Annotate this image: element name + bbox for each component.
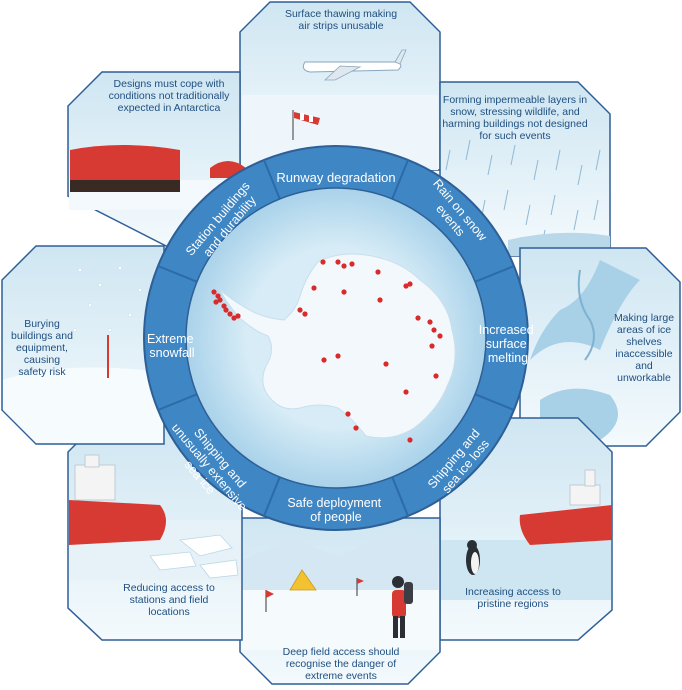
station-dot-icon [311, 285, 317, 291]
ring-label-melting: Increased surface melting [479, 323, 537, 365]
ship-icon [519, 469, 612, 545]
station-dots [211, 259, 443, 443]
station-dot-icon [341, 263, 347, 269]
person-icon [392, 576, 413, 638]
station-dot-icon [221, 303, 227, 309]
station-dot-icon [431, 327, 437, 333]
station-dot-icon [349, 261, 355, 267]
station-dot-icon [341, 289, 347, 295]
flag-icon [265, 578, 364, 612]
station-dot-icon [407, 437, 413, 443]
station-dot-icon [429, 343, 435, 349]
station-dot-icon [227, 311, 233, 317]
panel-seaice-loss [439, 417, 613, 641]
penguin-icon [466, 540, 480, 575]
panel-snowfall [1, 245, 165, 445]
station-dot-icon [320, 259, 326, 265]
station-hut-icon [70, 145, 246, 192]
station-dot-icon [213, 299, 219, 305]
station-dot-icon [353, 425, 359, 431]
ring-label-runway: Runway degradation [276, 170, 395, 185]
station-dot-icon [433, 373, 439, 379]
station-dot-icon [403, 389, 409, 395]
station-dot-icon [407, 281, 413, 287]
ice-floes [149, 534, 239, 579]
station-dot-icon [217, 297, 223, 303]
station-dot-icon [302, 311, 308, 317]
desc-snowfall: Burying buildings and equipment, causing… [11, 318, 73, 378]
desc-seaice-loss: Increasing access to pristine regions [465, 586, 561, 610]
panel-safe [239, 517, 441, 685]
station-dot-icon [223, 307, 229, 313]
station-dot-icon [383, 361, 389, 367]
panel-seaice-ext [67, 417, 243, 641]
tent-icon [289, 569, 317, 591]
station-dot-icon [415, 315, 421, 321]
station-dot-icon [403, 283, 409, 289]
desc-station: Designs must cope with conditions not tr… [108, 78, 230, 114]
desc-rain: Forming impermeable layers in snow, stre… [442, 94, 588, 142]
ring-label-snowfall: Extreme snowfall [147, 332, 197, 360]
antarctica-continent [219, 253, 456, 439]
station-dot-icon [377, 297, 383, 303]
ship-icon [69, 454, 166, 545]
desc-seaice-ext: Reducing access to stations and field lo… [123, 582, 215, 618]
station-dot-icon [427, 319, 433, 325]
station-dot-icon [335, 353, 341, 359]
desc-runway: Surface thawing making air strips unusab… [284, 8, 398, 32]
windsock-icon [292, 110, 320, 140]
ring-label-safe: Safe deployment of people [287, 496, 384, 524]
station-dot-icon [215, 293, 221, 299]
desc-safe: Deep field access should recognise the d… [282, 646, 400, 682]
station-dot-icon [321, 357, 327, 363]
station-dot-icon [235, 313, 241, 319]
station-dot-icon [345, 411, 351, 417]
airplane-icon [302, 49, 407, 81]
station-dot-icon [437, 333, 443, 339]
station-dot-icon [231, 315, 237, 321]
station-dot-icon [375, 269, 381, 275]
station-dot-icon [297, 307, 303, 313]
station-dot-icon [335, 259, 341, 265]
station-dot-icon [211, 289, 217, 295]
desc-melting: Making large areas of ice shelves inacce… [613, 312, 675, 384]
snowflakes [73, 266, 152, 342]
